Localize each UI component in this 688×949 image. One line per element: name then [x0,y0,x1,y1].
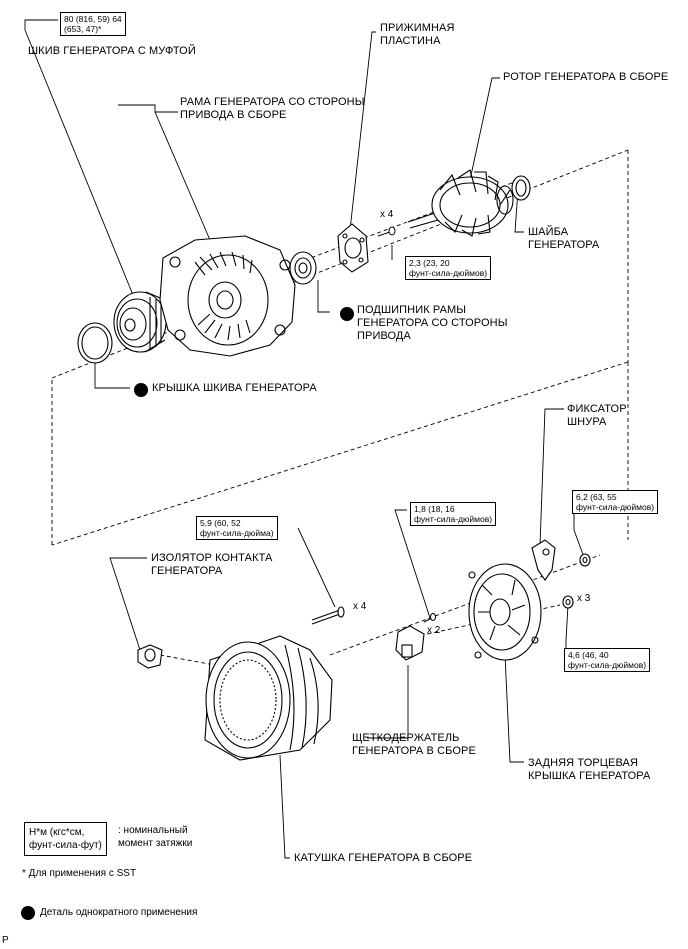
qty-coil-bolt: x 4 [353,601,367,612]
label-washer: ШАЙБА ГЕНЕРАТОРА [528,226,600,251]
torque-coil-bolt: 5,9 (60, 52 фунт-сила-дюйма) [196,516,278,540]
non-reusable-pulley-cap-icon [134,383,148,397]
torque-retainer-screw: 2,3 (23, 20 фунт-сила-дюймов) [405,256,492,280]
label-pulley-cap: КРЫШКА ШКИВА ГЕНЕРАТОРА [152,382,317,394]
legend-unit-box: Н*м (кгс*см, фунт-сила-фут) [24,822,107,856]
qty-brush-screw: x 2 [427,625,441,636]
label-terminal-insulator: ИЗОЛЯТОР КОНТАКТА ГЕНЕРАТОРА [151,552,273,577]
retainer-screw-part [377,226,396,237]
label-brush-holder: ЩЕТКОДЕРЖАТЕЛЬ ГЕНЕРАТОРА В СБОРЕ [352,732,476,757]
cord-clip-part [531,539,556,581]
retainer-plate-part [337,223,369,273]
pulley-part [113,291,167,353]
qty-retainer-screw: x 4 [380,209,394,220]
terminal-insulator-part [137,644,163,669]
torque-pulley: 80 (816, 59) 64 (653, 47)* [60,12,126,36]
bearing-part [289,251,317,285]
torque-rear-nut: 4,6 (46, 40 фунт-сила-дюймов) [564,648,651,672]
label-retainer-plate: ПРИЖИМНАЯ ПЛАСТИНА [380,22,455,47]
legend-non-reusable-icon [21,906,35,920]
legend-non-reusable-text: Деталь однократного применения [40,907,198,918]
washer-part [511,175,531,201]
rear-cover-part [468,563,542,661]
label-cord-clip: ФИКСАТОР ШНУРА [567,403,627,428]
cord-nut-part [579,553,591,567]
drive-end-frame-part [159,235,296,357]
page-code: P [2,935,9,946]
legend-unit-description: : номинальный момент затяжки [118,825,193,849]
legend-sst-note: * Для применения с SST [22,868,137,879]
label-bearing: ПОДШИПНИК РАМЫ ГЕНЕРАТОРА СО СТОРОНЫ ПРИ… [357,304,508,342]
torque-cord-nut: 6,2 (63, 55 фунт-сила-дюймов) [572,490,659,514]
label-rear-cover: ЗАДНЯЯ ТОРЦЕВАЯ КРЫШКА ГЕНЕРАТОРА [528,757,651,782]
brush-holder-part [395,625,425,661]
pulley-cap-part [77,322,113,364]
coil-bolt-part [311,606,345,625]
non-reusable-bearing-icon [340,307,354,321]
label-rotor: РОТОР ГЕНЕРАТОРА В СБОРЕ [503,71,669,83]
coil-assembly-part [204,635,333,761]
rotor-part [407,169,514,237]
qty-rear-nut: x 3 [577,593,591,604]
brush-screw-part [423,613,436,623]
label-pulley: ШКИВ ГЕНЕРАТОРА С МУФТОЙ [28,45,196,57]
torque-brush-screw: 1,8 (18, 16 фунт-сила-дюймов) [410,502,497,526]
label-drive-frame: РАМА ГЕНЕРАТОРА СО СТОРОНЫ ПРИВОДА В СБО… [180,96,365,121]
label-coil: КАТУШКА ГЕНЕРАТОРА В СБОРЕ [294,852,473,864]
rear-nut-part [562,595,574,609]
